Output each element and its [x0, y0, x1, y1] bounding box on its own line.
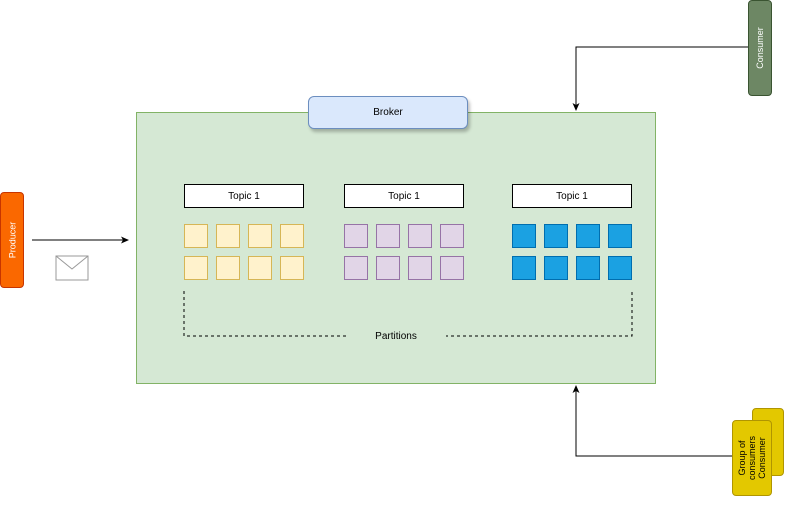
partition-cell	[440, 256, 464, 280]
partition-cell	[376, 224, 400, 248]
broker-label-text: Broker	[373, 107, 403, 118]
consumer-group-member-label: Consumer	[757, 437, 768, 479]
partition-cell	[408, 256, 432, 280]
partition-cell	[280, 256, 304, 280]
topic-3-box: Topic 1	[512, 184, 632, 208]
partition-cell	[376, 256, 400, 280]
partitions-label-text: Partitions	[375, 330, 417, 342]
partition-cell	[216, 224, 240, 248]
producer-label: Producer	[7, 221, 17, 259]
partition-cell	[544, 224, 568, 248]
partition-cell	[608, 256, 632, 280]
consumer-group-title: Group of consumers	[737, 435, 758, 481]
partition-cell	[544, 256, 568, 280]
partition-cell	[216, 256, 240, 280]
partition-cell	[576, 224, 600, 248]
topic-2-box: Topic 1	[344, 184, 464, 208]
consumer-node: Consumer	[748, 0, 772, 96]
partition-cell	[576, 256, 600, 280]
partition-cell	[408, 224, 432, 248]
partition-cell	[608, 224, 632, 248]
envelope-icon	[55, 255, 89, 281]
partition-cell	[248, 224, 272, 248]
partition-cell	[248, 256, 272, 280]
partition-cell	[512, 256, 536, 280]
partition-cell	[184, 224, 208, 248]
partition-cell	[184, 256, 208, 280]
consumer-group-arrow	[572, 385, 745, 457]
partition-cell	[512, 224, 536, 248]
consumer-group-node: Group of consumers Consumer	[732, 420, 772, 496]
partition-cell	[280, 224, 304, 248]
partition-cell	[440, 224, 464, 248]
topic-3-label: Topic 1	[556, 190, 588, 202]
consumer-top-arrow	[572, 46, 764, 111]
partitions-label: Partitions	[346, 327, 446, 345]
topic-1-box: Topic 1	[184, 184, 304, 208]
topic-2-label: Topic 1	[388, 190, 420, 202]
partition-cell	[344, 256, 368, 280]
consumer-label: Consumer	[755, 27, 766, 69]
producer-node: Producer	[0, 192, 24, 288]
partition-cell	[344, 224, 368, 248]
consumer-group-label: Group of consumers Consumer	[737, 436, 767, 480]
broker-label: Broker	[308, 96, 468, 129]
topic-1-label: Topic 1	[228, 190, 260, 202]
